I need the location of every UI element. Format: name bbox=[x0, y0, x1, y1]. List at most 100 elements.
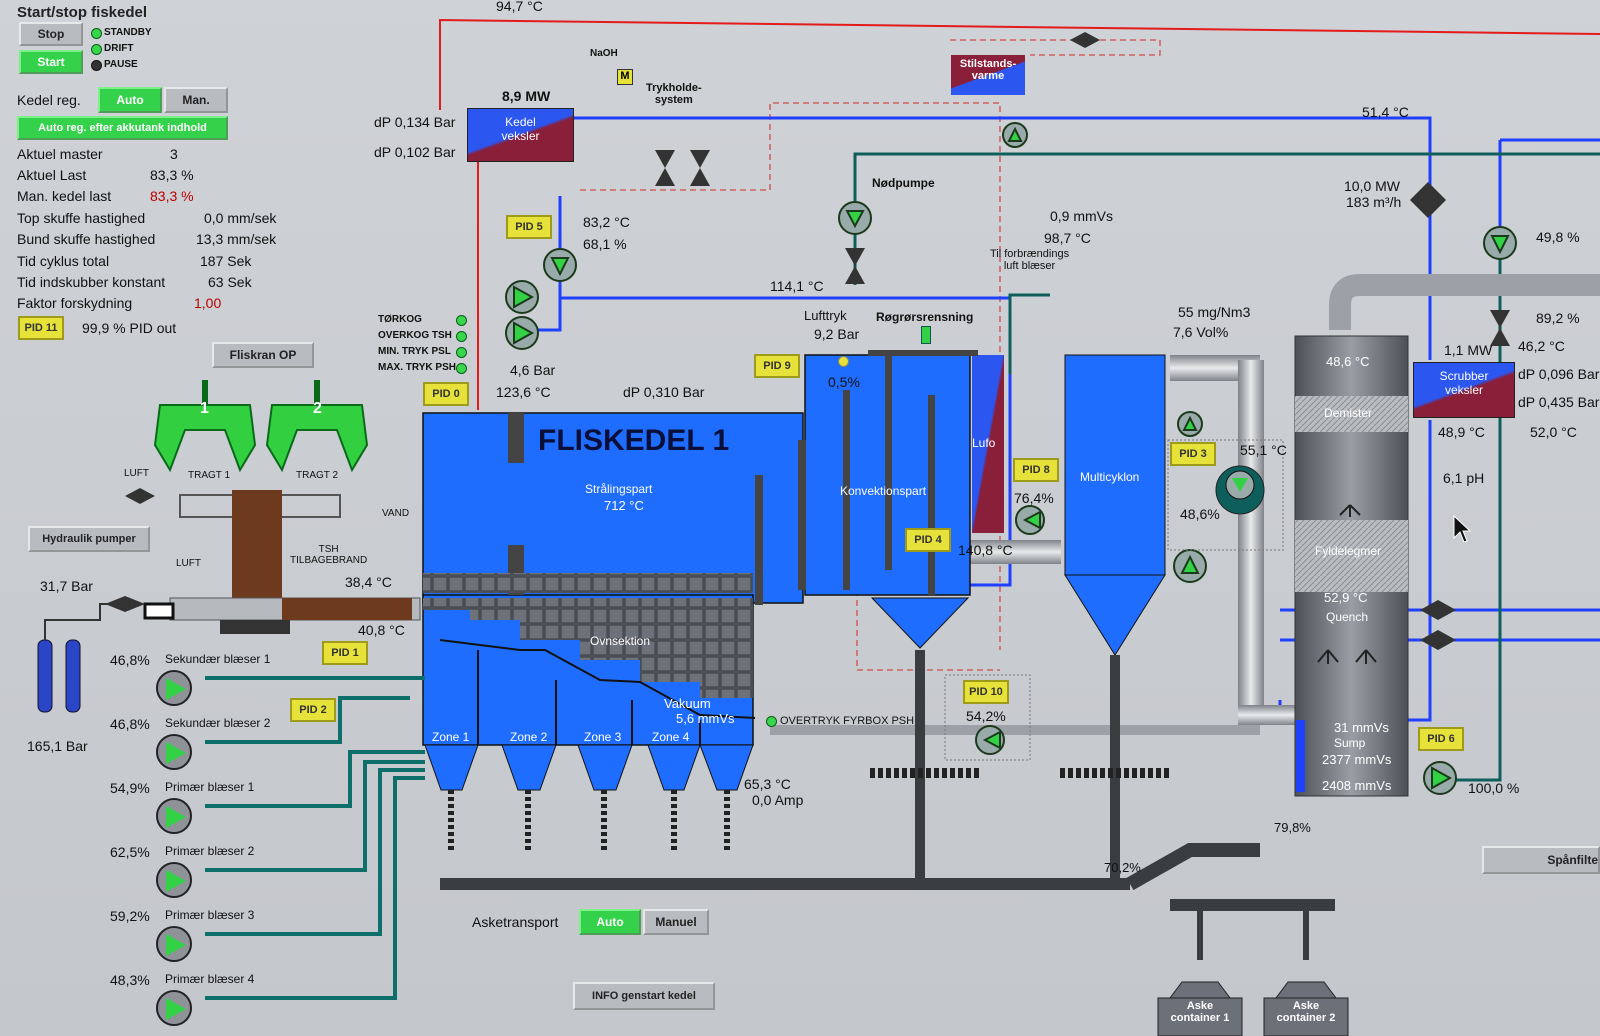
ovnsektion-label: Ovnsektion bbox=[590, 634, 651, 648]
ash-container-1[interactable]: Aske container 1 bbox=[1170, 1000, 1230, 1024]
vakuum-label: Vakuum bbox=[664, 696, 711, 711]
pid1-button[interactable]: PID 1 bbox=[322, 641, 368, 665]
sump-pressure-b: 2377 mmVs bbox=[1322, 752, 1392, 767]
blower-fan-icon[interactable] bbox=[156, 798, 192, 834]
pid6-button[interactable]: PID 6 bbox=[1418, 727, 1464, 751]
boiler-pressure: 4,6 Bar bbox=[510, 362, 556, 378]
pid2-button[interactable]: PID 2 bbox=[290, 698, 336, 722]
ph-value: 6,1 pH bbox=[1443, 470, 1485, 486]
valves bbox=[105, 32, 1510, 650]
ash-manuel-button[interactable]: Manuel bbox=[643, 909, 709, 935]
flue-temp: 140,8 °C bbox=[958, 542, 1013, 558]
kedel-reg-label: Kedel reg. bbox=[17, 92, 81, 108]
kedel-man-button[interactable]: Man. bbox=[164, 87, 228, 113]
param-label: Bund skuffe hastighed bbox=[17, 231, 156, 247]
pid11-button[interactable]: PID 11 bbox=[18, 316, 64, 340]
konvektionspart-label: Konvektionspart bbox=[840, 484, 927, 498]
fliskran-button[interactable]: Fliskran OP bbox=[212, 342, 314, 368]
flue-fan-speed: 48,6% bbox=[1180, 506, 1220, 522]
sump-pressure-c: 2408 mmVs bbox=[1322, 778, 1392, 793]
top-temperature: 94,7 °C bbox=[496, 0, 543, 14]
spanfilter-button[interactable]: Spånfilte bbox=[1482, 846, 1600, 874]
param-label: Aktuel master bbox=[17, 146, 103, 162]
grab2-number: 2 bbox=[313, 400, 322, 417]
flue-temp-out: 55,1 °C bbox=[1240, 442, 1287, 458]
vand-label: VAND bbox=[382, 508, 410, 519]
blower-fan-icon[interactable] bbox=[156, 926, 192, 962]
param-value: 1,00 bbox=[194, 295, 222, 311]
stop-button[interactable]: Stop bbox=[19, 22, 83, 46]
pid0-button[interactable]: PID 0 bbox=[423, 382, 469, 406]
sump-pressure-a: 31 mmVs bbox=[1334, 720, 1389, 735]
control-title: Start/stop fiskedel bbox=[17, 4, 148, 21]
drift-indicator bbox=[91, 44, 102, 55]
param-label: Man. kedel last bbox=[17, 188, 112, 204]
supply-temp: 83,2 °C bbox=[583, 214, 630, 230]
blower-fan-icon[interactable] bbox=[156, 734, 192, 770]
scrubber-veksler-power: 1,1 MW bbox=[1444, 342, 1493, 358]
column-temp-top: 48,6 °C bbox=[1326, 354, 1370, 369]
blower-name: Primær blæser 1 bbox=[165, 780, 255, 794]
info-restart-button[interactable]: INFO genstart kedel bbox=[573, 982, 715, 1010]
feeder-temp-a: 38,4 °C bbox=[345, 574, 392, 590]
param-value: 3 bbox=[170, 146, 178, 162]
pid9-button[interactable]: PID 9 bbox=[754, 354, 800, 378]
zone-hoppers bbox=[424, 744, 754, 791]
param-value: 13,3 mm/sek bbox=[196, 231, 277, 247]
teal-pipes bbox=[853, 152, 1600, 782]
zone3-label: Zone 3 bbox=[584, 730, 622, 744]
pid8-button[interactable]: PID 8 bbox=[1013, 458, 1059, 482]
crane-grabs bbox=[153, 404, 369, 473]
ash-fan-speed-b: 70,2% bbox=[1104, 860, 1141, 875]
til-forbraendings-label: Til forbrændings luft blæser bbox=[990, 248, 1070, 272]
kedel-veksler-dp2: dP 0,102 Bar bbox=[374, 144, 456, 160]
tragt1-label: TRAGT 1 bbox=[188, 470, 231, 481]
stilstands-heater[interactable]: Stilstands- varme bbox=[951, 55, 1025, 95]
naoh-motor[interactable]: M bbox=[617, 69, 633, 85]
ash-container-2[interactable]: Aske container 2 bbox=[1276, 1000, 1336, 1024]
sump-label: Sump bbox=[1334, 736, 1366, 750]
blower-name: Sekundær blæser 2 bbox=[165, 716, 271, 730]
kedel-auto-button[interactable]: Auto bbox=[98, 87, 162, 113]
lufttryk-label: Lufttryk bbox=[804, 308, 847, 323]
param-value: 63 Sek bbox=[208, 274, 252, 290]
naoh-label: NaOH bbox=[590, 48, 618, 59]
luft-label-top: LUFT bbox=[124, 468, 149, 479]
blower-fan-icon[interactable] bbox=[156, 990, 192, 1026]
pause-label: PAUSE bbox=[104, 59, 138, 70]
spray-nozzles bbox=[1317, 504, 1377, 664]
chip-pile bbox=[232, 490, 282, 600]
ash-auto-button[interactable]: Auto bbox=[579, 909, 641, 935]
blower-name: Primær blæser 3 bbox=[165, 908, 255, 922]
kedel-veksler-power: 8,9 MW bbox=[502, 88, 551, 104]
blower-speed: 48,3% bbox=[110, 972, 150, 988]
rogror-indicator[interactable] bbox=[921, 326, 931, 344]
kedel-veksler[interactable]: Kedel veksler bbox=[467, 108, 574, 162]
zone1-label: Zone 1 bbox=[432, 730, 470, 744]
auto-reg-button[interactable]: Auto reg. efter akkutank indhold bbox=[17, 116, 228, 140]
min-tryk-label: MIN. TRYK PSL bbox=[378, 346, 451, 357]
overtryk-label: OVERTRYK FYRBOX PSH bbox=[780, 715, 915, 727]
emission-o2: 7,6 Vol% bbox=[1173, 324, 1229, 340]
max-tryk-indicator bbox=[456, 363, 467, 374]
vakuum-value: 5,6 mmVs bbox=[676, 711, 735, 726]
scrubber-veksler[interactable]: Scrubber veksler bbox=[1413, 362, 1515, 418]
o2-percent: 0,5% bbox=[828, 374, 860, 390]
pid3-button[interactable]: PID 3 bbox=[1170, 442, 1216, 466]
pid10-button[interactable]: PID 10 bbox=[963, 680, 1009, 704]
blower-fan-icon[interactable] bbox=[156, 862, 192, 898]
gas-bottles bbox=[37, 639, 81, 713]
fyldelegmer-label: Fyldelegmer bbox=[1315, 544, 1382, 558]
blower-fan-icon[interactable] bbox=[156, 670, 192, 706]
trykholde-label: Trykholde- system bbox=[646, 82, 702, 106]
hydraulik-button[interactable]: Hydraulik pumper bbox=[28, 526, 150, 552]
pid4-button[interactable]: PID 4 bbox=[905, 528, 951, 552]
pid5-button[interactable]: PID 5 bbox=[506, 215, 552, 239]
boiler-temperature: 123,6 °C bbox=[496, 384, 551, 400]
blower-speed: 59,2% bbox=[110, 908, 150, 924]
scrubber-dp1: dP 0,096 Bar bbox=[1518, 366, 1600, 382]
start-button[interactable]: Start bbox=[19, 50, 83, 74]
blower-speed: 46,8% bbox=[110, 716, 150, 732]
kedel-veksler-dp1: dP 0,134 Bar bbox=[374, 114, 456, 130]
scrubber-temp-b: 52,0 °C bbox=[1530, 424, 1577, 440]
